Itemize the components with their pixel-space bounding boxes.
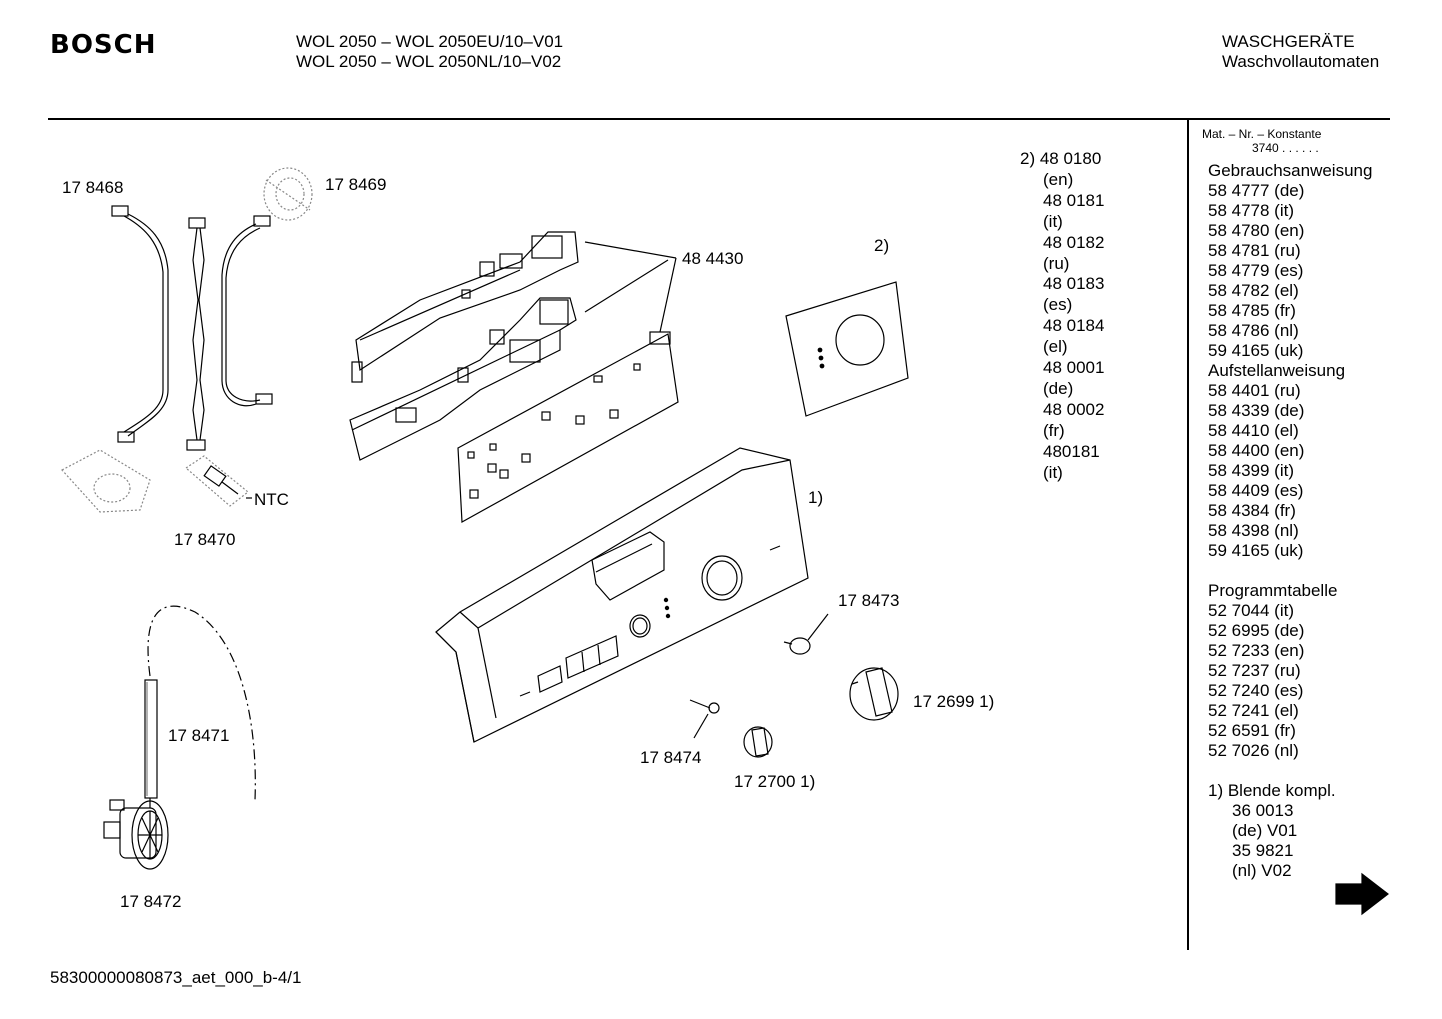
part-label-172699: 17 2699 1) — [913, 692, 995, 711]
part-label-178470: 17 8470 — [174, 530, 236, 549]
model-line-1: WOL 2050 – WOL 2050EU/10–V01 — [296, 32, 564, 51]
part-label-178471: 17 8471 — [168, 726, 230, 745]
aufstell-title: Aufstellanweisung — [1208, 361, 1346, 380]
category-title: WASCHGERÄTE — [1222, 32, 1355, 51]
part-note-2: 2) — [874, 236, 890, 255]
circuit-board — [457, 331, 679, 523]
model-line-2: WOL 2050 – WOL 2050NL/10–V02 — [296, 52, 562, 71]
variant-item: 48 0184 — [1043, 316, 1105, 336]
variant-item: (ru) — [1043, 253, 1070, 273]
category-subtitle: Waschvollautomaten — [1222, 52, 1380, 71]
blende-note-line: 35 9821 — [1232, 841, 1294, 860]
aufstell-item: 58 4339 (de) — [1208, 401, 1305, 420]
pin-178474 — [689, 699, 720, 739]
programm-item: 52 7044 (it) — [1208, 601, 1294, 620]
documentation-sidebar: Mat. – Nr. – Konstante 3740 . . . . . . … — [1202, 127, 1373, 881]
aufstell-item: 58 4410 (el) — [1208, 421, 1299, 440]
variant-item: 48 0001 — [1043, 358, 1105, 378]
gebrauch-item: 58 4777 (de) — [1208, 181, 1305, 200]
connector-178469 — [263, 167, 313, 221]
programm-item: 52 7026 (nl) — [1208, 741, 1299, 760]
variant-item: (en) — [1043, 169, 1074, 189]
variant-item: 48 0002 — [1043, 399, 1105, 419]
label-plate — [785, 281, 909, 417]
programm-item: 52 7240 (es) — [1208, 681, 1304, 700]
gebrauch-item: 59 4165 (uk) — [1208, 341, 1304, 360]
programm-item: 52 7237 (ru) — [1208, 661, 1301, 680]
part-label-178474: 17 8474 — [640, 748, 702, 767]
control-module-upper — [351, 231, 579, 383]
blende-note-line: (de) V01 — [1232, 821, 1298, 840]
gebrauch-item: 58 4781 (ru) — [1208, 241, 1301, 260]
light-pipe-178473 — [783, 613, 829, 655]
aufstell-item: 58 4399 (it) — [1208, 461, 1294, 480]
aufstell-item: 59 4165 (uk) — [1208, 541, 1304, 560]
blende-note-line: (nl) V02 — [1232, 861, 1292, 880]
wire-harness-178468 — [111, 205, 273, 451]
part-label-178468: 17 8468 — [62, 178, 124, 197]
gebrauch-item: 58 4779 (es) — [1208, 261, 1304, 280]
variant-item: 48 0183 — [1043, 274, 1105, 294]
part-label-178472: 17 8472 — [120, 892, 182, 911]
control-module-lower — [349, 297, 577, 461]
variant-item: (it) — [1043, 211, 1063, 231]
gebrauch-item: 58 4780 (en) — [1208, 221, 1305, 240]
aufstell-item: 58 4401 (ru) — [1208, 381, 1301, 400]
programm-item: 52 6995 (de) — [1208, 621, 1305, 640]
variant-item: 480181 — [1043, 441, 1100, 461]
aufstell-item: 58 4400 (en) — [1208, 441, 1305, 460]
part-label-178473: 17 8473 — [838, 591, 900, 610]
part-label-484430: 48 4430 — [682, 249, 744, 268]
programm-item: 52 6591 (fr) — [1208, 721, 1296, 740]
mat-number-value: 3740 . . . . . . — [1252, 141, 1319, 155]
part-label-178469: 17 8469 — [325, 175, 387, 194]
gebrauch-title: Gebrauchsanweisung — [1208, 161, 1373, 180]
arrow-right-icon — [1335, 872, 1389, 916]
programm-item: 52 7241 (el) — [1208, 701, 1299, 720]
knob-172700 — [743, 726, 773, 758]
part-label-ntc: NTC — [254, 490, 289, 509]
variant-item: (it) — [1043, 462, 1063, 482]
gebrauch-item: 58 4786 (nl) — [1208, 321, 1299, 340]
variant-item: 2) 48 0180 — [1020, 149, 1102, 168]
aufstell-item: 58 4384 (fr) — [1208, 501, 1296, 520]
variant-item: 48 0181 — [1043, 190, 1105, 210]
blende-note-line: 36 0013 — [1232, 801, 1294, 820]
gebrauch-item: 58 4778 (it) — [1208, 201, 1294, 220]
gebrauch-item: 58 4785 (fr) — [1208, 301, 1296, 320]
variant-item: (de) — [1043, 378, 1074, 398]
variant-item: (es) — [1043, 295, 1073, 315]
pressure-switch-178472 — [103, 798, 169, 870]
connector-bracket — [61, 449, 151, 513]
programm-item: 52 7233 (en) — [1208, 641, 1305, 660]
part-note-1: 1) — [808, 488, 824, 507]
brand-logo: BOSCH — [50, 30, 157, 60]
mat-number-label: Mat. – Nr. – Konstante — [1202, 127, 1322, 141]
programm-title: Programmtabelle — [1208, 581, 1338, 600]
gebrauch-item: 58 4782 (el) — [1208, 281, 1299, 300]
variant-item: (fr) — [1043, 420, 1065, 440]
pressure-hose — [147, 605, 256, 801]
part-label-172700: 17 2700 1) — [734, 772, 816, 791]
document-id: 58300000080873_aet_000_b-4/1 — [50, 968, 302, 987]
variant-item: 48 0182 — [1043, 232, 1105, 252]
variant-item: (el) — [1043, 337, 1068, 357]
variant-list: 2) 48 0180 (en) 48 0181 (it) 48 0182 (ru… — [1020, 149, 1104, 484]
aufstell-item: 58 4409 (es) — [1208, 481, 1304, 500]
blende-note-title: 1) Blende kompl. — [1208, 781, 1336, 800]
ntc-sensor — [185, 455, 252, 507]
aufstell-item: 58 4398 (nl) — [1208, 521, 1299, 540]
control-panel — [435, 447, 809, 743]
knob-172699 — [849, 667, 899, 721]
